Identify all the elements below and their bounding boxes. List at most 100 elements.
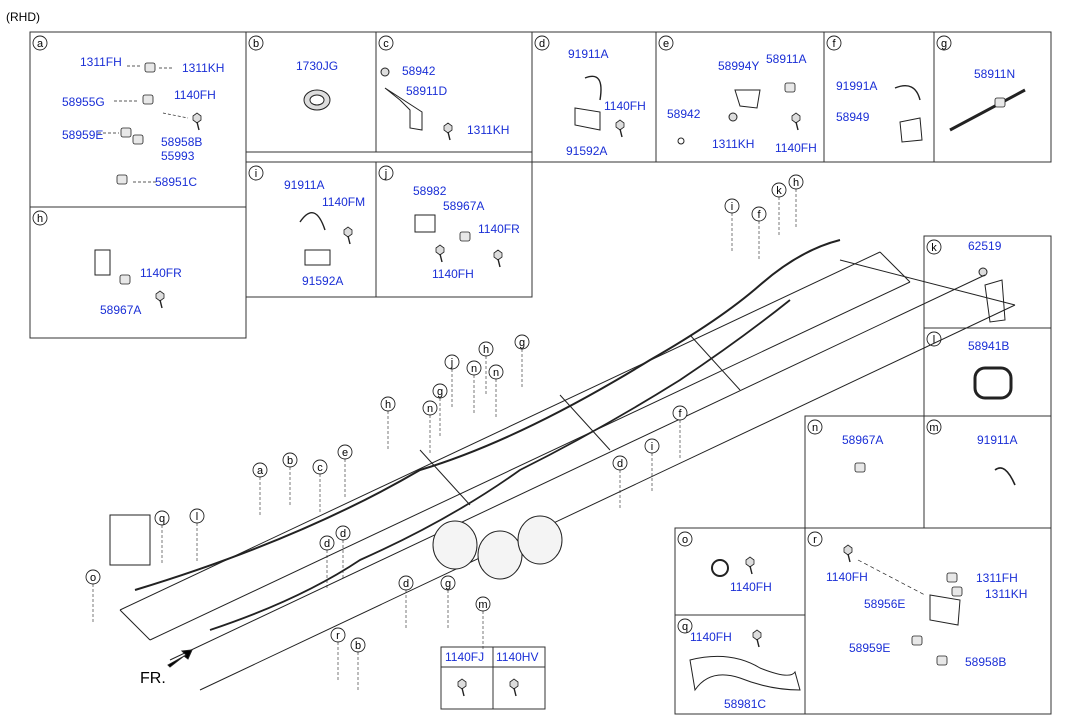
panel-f-circle [826, 35, 842, 51]
panel-e-label-1: 58911A [766, 52, 806, 66]
panel-h-circle [32, 210, 48, 226]
e-bolt-head [791, 112, 801, 124]
panel-m-label-0: 91911A [977, 433, 1017, 447]
panel-a-label-0: 1311FH [80, 55, 122, 69]
r-connector-1 [911, 635, 923, 646]
panel-h-letter: h [37, 213, 43, 225]
bolt-table-icon-1 [509, 678, 519, 697]
panel-e-letter: e [663, 38, 669, 50]
panel-c-letter: c [383, 38, 389, 50]
panel-c-circle [378, 35, 394, 51]
q-bolt-shank [756, 638, 760, 648]
j-bolt-2 [493, 249, 503, 268]
panel-l-letter: l [933, 334, 935, 346]
panel-j-label-3: 1140FH [432, 267, 474, 281]
callout-h-16-letter: h [385, 399, 391, 411]
panel-d-label-0: 91911A [568, 47, 608, 61]
panel-a-label-6: 55993 [161, 149, 195, 163]
o-clamp [711, 559, 729, 577]
a-leaders [98, 65, 189, 183]
j-bolt-1 [435, 244, 445, 263]
callout-g-18-letter: g [437, 386, 443, 398]
panel-g-letter: g [941, 38, 947, 50]
panel-a-label-4: 58959E [62, 128, 103, 142]
callout-e-3-letter: e [342, 447, 348, 459]
callout-g-12-letter: g [519, 337, 525, 349]
e-bracket [734, 89, 761, 109]
panel-b-letter: b [253, 38, 259, 50]
panel-c-label-1: 58911D [406, 84, 447, 98]
panel-i-label-2: 91592A [302, 274, 343, 288]
panel-o-border [674, 527, 806, 616]
bolt-table-header-1: 1140HV [496, 650, 538, 664]
k-nut [978, 267, 988, 277]
a-bolt [192, 112, 202, 131]
tank-1 [477, 530, 523, 580]
wire-harness-secondary [209, 299, 791, 631]
callout-j-13-letter: j [450, 357, 453, 369]
panel-a-label-5: 58958B [161, 135, 202, 149]
panel-k-letter: k [931, 242, 937, 254]
front-arrow [167, 649, 193, 668]
panel-j-circle [378, 165, 394, 181]
panel-l-circle [926, 331, 942, 347]
h-bracket [94, 249, 111, 276]
m-clip [994, 467, 1016, 486]
c-bolt-shank [447, 131, 451, 141]
bolt-table-icon-0-head [457, 678, 467, 690]
panel-o-letter: o [682, 534, 688, 546]
bolt-table-icon-1-shank [513, 687, 517, 697]
panel-o-label-0: 1140FH [730, 580, 772, 594]
panel-r-border [804, 527, 1052, 715]
callout-r-9-letter: r [336, 630, 340, 642]
panel-r-label-1: 1311FH [976, 571, 1018, 585]
bolt-table-icon-1-head [509, 678, 519, 690]
callout-d-20-letter: d [617, 458, 623, 470]
panel-g-border [933, 31, 1052, 163]
g-fitting [994, 97, 1006, 108]
a-connector-2 [132, 134, 144, 145]
q-bolt-head [752, 629, 762, 641]
panel-h-label-0: 1140FR [140, 266, 182, 280]
bolt-table-header-0: 1140FJ [445, 650, 484, 664]
wire-harness-main [134, 239, 841, 591]
panel-g-label-0: 58911N [974, 67, 1015, 81]
panel-a-circle [32, 35, 48, 51]
h-bolt-head [155, 290, 165, 302]
j-clip [459, 231, 471, 242]
h-clip [119, 274, 131, 285]
r-bolt-shank [847, 553, 851, 563]
a-connector-3 [116, 174, 128, 185]
j-bolt-1-shank [439, 253, 443, 263]
o-bolt-shank [749, 565, 753, 575]
f-clip [894, 85, 921, 101]
d-bolt-head [615, 119, 625, 131]
tank-0 [432, 520, 478, 570]
frame-rails [119, 251, 1016, 691]
callout-n-14-letter: n [427, 403, 433, 415]
panel-f-label-1: 58949 [836, 110, 870, 124]
panel-j-label-0: 58982 [413, 184, 447, 198]
panel-j-letter: j [384, 168, 387, 180]
panel-h-label-1: 58967A [100, 303, 141, 317]
front-bumper-bracket [109, 514, 151, 566]
bolt-table-icon-0-shank [461, 687, 465, 697]
b-grommet-hole [309, 94, 325, 106]
panel-i-circle [248, 165, 264, 181]
panel-j-label-2: 1140FR [478, 222, 520, 236]
c-washer [380, 67, 390, 77]
panel-a-label-1: 1311KH [182, 61, 224, 75]
panel-c-label-2: 1311KH [467, 123, 509, 137]
panel-i-letter: i [255, 168, 257, 180]
panel-o-circle [677, 531, 693, 547]
frame-crossmembers [419, 334, 741, 506]
callout-n-17-letter: n [493, 367, 499, 379]
r-leader [857, 559, 926, 596]
d-bolt-shank [619, 128, 623, 138]
r-bolt [843, 544, 853, 563]
i-clip [299, 212, 326, 231]
callout-d-8-letter: d [340, 528, 346, 540]
panel-a-label-3: 1140FH [174, 88, 216, 102]
tank-2 [517, 515, 563, 565]
